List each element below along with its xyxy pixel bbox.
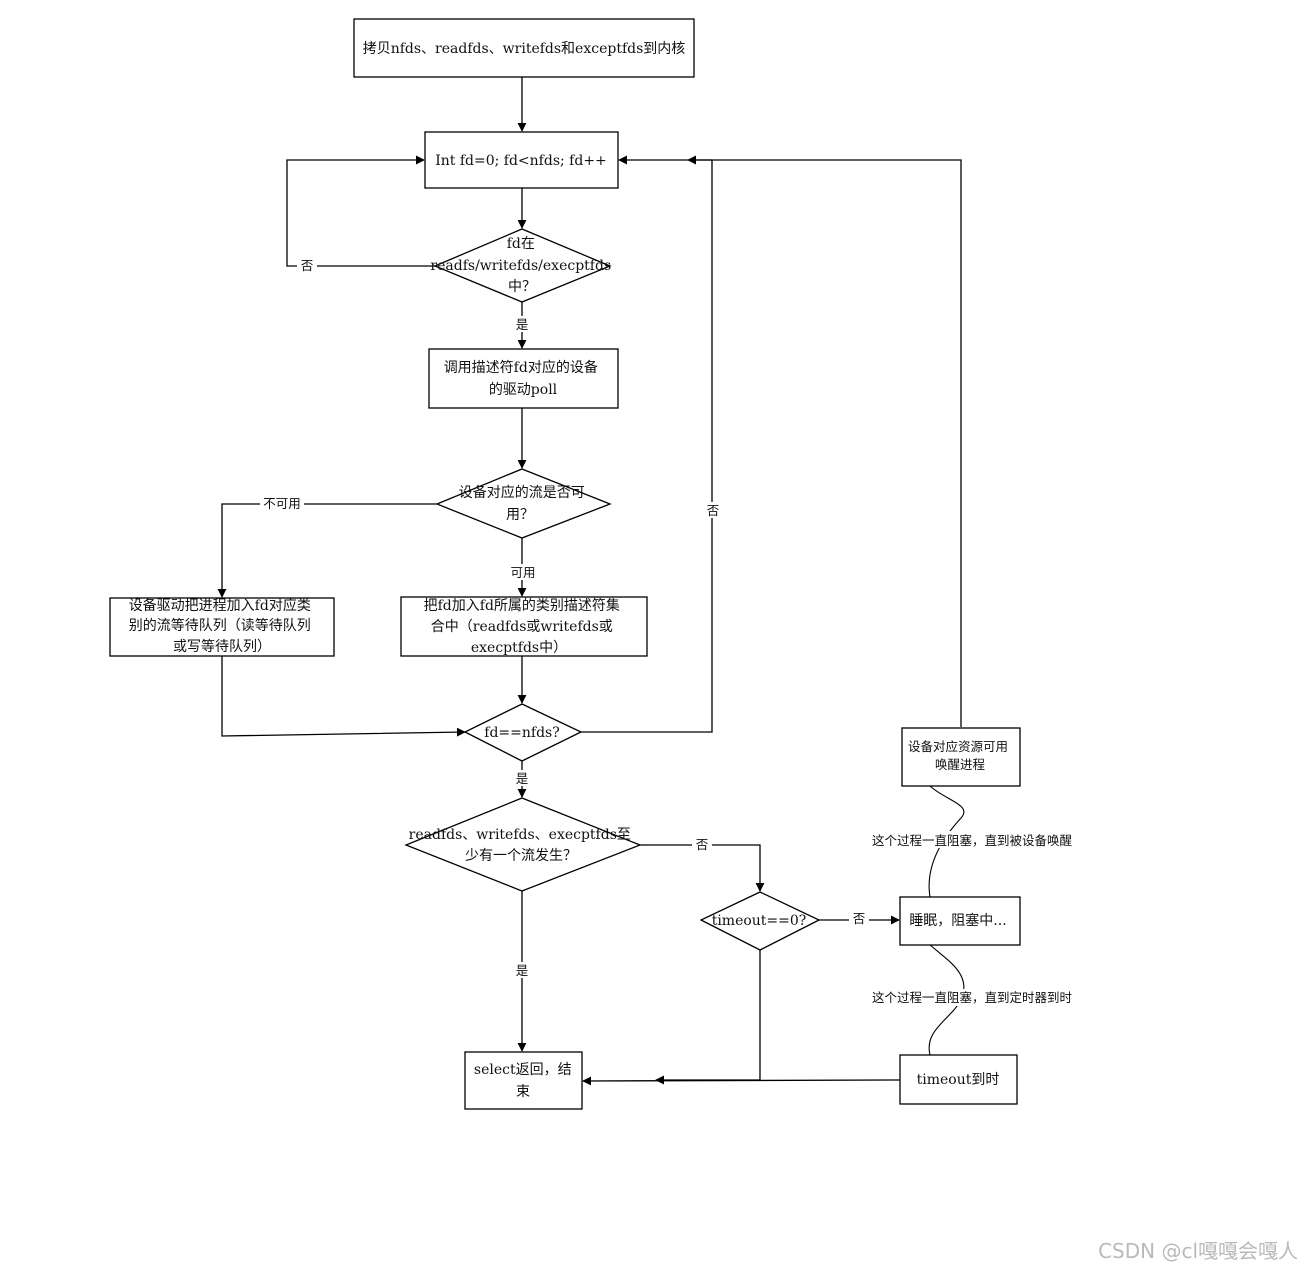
- node-in-set-line: 中？: [508, 279, 536, 295]
- edge-wake-back-to-loop: [687, 155, 962, 727]
- node-timeout-due-line: timeout到时: [917, 1072, 1000, 1088]
- node-sleep-text: 睡眠，阻塞中...: [909, 912, 1006, 929]
- node-loop: Int fd=0; fd<nfds; fd++: [424, 131, 619, 189]
- node-call-poll-line: 调用描述符fd对应的设备: [444, 359, 598, 376]
- notes: 这个过程一直阻塞，直到被设备唤醒 这个过程一直阻塞，直到定时器到时: [864, 831, 1080, 1006]
- edge-add-wait-to-fd-eq: [221, 656, 466, 737]
- node-stream-avail-diamond: [435, 468, 612, 539]
- node-timeout-due-text: timeout到时: [917, 1072, 1000, 1088]
- edge-labels: 否 是 不可用 可用 否 是 否 是 否: [260, 258, 869, 978]
- node-timeout-due-box: [899, 1054, 1018, 1105]
- node-fd-eq-line: fd==nfds?: [484, 725, 559, 741]
- label-timeout-zero-no: 否: [853, 911, 866, 926]
- node-select-return-text: select返回，结 束: [474, 1062, 576, 1100]
- node-any-stream: readfds、writefds、execptfds至 少有一个流发生？: [404, 797, 642, 892]
- node-add-set-box: [400, 596, 648, 657]
- node-in-set: fd在 readfs/writefds/execptfds 中？: [430, 228, 615, 303]
- label-available: 可用: [510, 565, 535, 580]
- label-any-stream-no: 否: [696, 837, 709, 852]
- node-wake-box: [901, 727, 1021, 787]
- node-timeout-zero: timeout==0?: [699, 891, 821, 951]
- node-copy: 拷贝nfds、readfds、writefds和exceptfds到内核: [353, 18, 695, 78]
- node-in-set-line: fd在: [507, 236, 535, 252]
- node-call-poll-line: 的驱动poll: [489, 382, 558, 398]
- node-add-wait: 设备驱动把进程加入fd对应类 别的流等待队列（读等待队列 或写等待队列）: [109, 597, 335, 657]
- node-add-set-text: 把fd加入fd所属的类别描述符集 合中（readfds或writefds或 ex…: [424, 597, 625, 656]
- node-add-wait-line: 别的流等待队列（读等待队列: [129, 617, 311, 634]
- node-sleep: 睡眠，阻塞中...: [899, 896, 1021, 946]
- edge-fd-eq-no-back: [581, 155, 713, 733]
- node-wake-text: 设备对应资源可用 唤醒进程: [908, 739, 1012, 772]
- node-add-set-line: 合中（readfds或writefds或: [431, 619, 613, 635]
- note-blocked-until-timer: 这个过程一直阻塞，直到定时器到时: [872, 990, 1073, 1005]
- node-in-set-diamond: [433, 228, 612, 303]
- node-timeout-zero-diamond: [699, 891, 821, 951]
- node-copy-text: 拷贝nfds、readfds、writefds和exceptfds到内核: [363, 41, 686, 57]
- edge-in-set-no-back: [286, 155, 437, 267]
- label-in-set-no: 否: [301, 258, 314, 273]
- node-add-wait-box: [109, 597, 335, 657]
- node-copy-box: [353, 18, 695, 78]
- node-any-stream-line: readfds、writefds、execptfds至: [409, 827, 631, 843]
- edges: [217, 77, 965, 1086]
- node-sleep-line: 睡眠，阻塞中...: [909, 912, 1006, 929]
- node-loop-text: Int fd=0; fd<nfds; fd++: [435, 153, 607, 169]
- node-select-return-line: select返回，结: [474, 1062, 572, 1078]
- node-loop-box: [424, 131, 619, 189]
- edge-any-stream-no: [640, 844, 765, 892]
- node-select-return-box: [464, 1051, 583, 1110]
- label-any-stream-yes: 是: [516, 963, 529, 978]
- node-any-stream-line: 少有一个流发生？: [465, 848, 577, 864]
- node-stream-avail-text: 设备对应的流是否可 用？: [459, 484, 589, 523]
- node-add-set: 把fd加入fd所属的类别描述符集 合中（readfds或writefds或 ex…: [400, 596, 648, 657]
- node-add-set-line: execptfds中）: [471, 640, 567, 656]
- node-add-wait-line: 设备驱动把进程加入fd对应类: [129, 597, 311, 614]
- curve-sleep-to-wake: [928, 785, 965, 898]
- node-sleep-box: [899, 896, 1021, 946]
- node-call-poll-box: [428, 348, 619, 409]
- node-timeout-due: timeout到时: [899, 1054, 1018, 1105]
- node-in-set-line: readfs/writefds/execptfds: [430, 258, 611, 274]
- node-fd-eq: fd==nfds?: [463, 703, 583, 762]
- node-call-poll: 调用描述符fd对应的设备 的驱动poll: [428, 348, 619, 409]
- label-unavailable: 不可用: [263, 496, 301, 511]
- node-add-set-line: 把fd加入fd所属的类别描述符集: [424, 597, 620, 614]
- node-timeout-zero-line: timeout==0?: [712, 913, 807, 929]
- node-stream-avail-line: 用？: [506, 507, 534, 523]
- node-call-poll-text: 调用描述符fd对应的设备 的驱动poll: [444, 359, 603, 398]
- edge-unavailable: [217, 503, 437, 598]
- node-any-stream-diamond: [404, 797, 642, 892]
- node-timeout-zero-text: timeout==0?: [712, 913, 807, 929]
- node-in-set-text: fd在 readfs/writefds/execptfds 中？: [430, 236, 615, 295]
- node-fd-eq-text: fd==nfds?: [484, 725, 559, 741]
- node-add-wait-text: 设备驱动把进程加入fd对应类 别的流等待队列（读等待队列 或写等待队列）: [129, 597, 316, 655]
- node-add-wait-line: 或写等待队列）: [173, 638, 271, 655]
- node-fd-eq-diamond: [463, 703, 583, 762]
- node-loop-line: Int fd=0; fd<nfds; fd++: [435, 153, 607, 169]
- node-wake: 设备对应资源可用 唤醒进程: [901, 727, 1021, 787]
- node-stream-avail: 设备对应的流是否可 用？: [435, 468, 612, 539]
- node-select-return: select返回，结 束: [464, 1051, 583, 1110]
- label-in-set-yes: 是: [516, 317, 529, 332]
- label-fd-eq-no: 否: [707, 503, 720, 518]
- node-stream-avail-line: 设备对应的流是否可: [459, 484, 585, 501]
- node-any-stream-text: readfds、writefds、execptfds至 少有一个流发生？: [409, 827, 636, 864]
- node-copy-line: 拷贝nfds、readfds、writefds和exceptfds到内核: [363, 41, 686, 57]
- node-wake-line: 唤醒进程: [935, 757, 986, 772]
- note-blocked-until-device: 这个过程一直阻塞，直到被设备唤醒: [872, 833, 1073, 848]
- watermark: CSDN @cl嘎嘎会嘎人: [1098, 1239, 1298, 1263]
- node-select-return-line: 束: [516, 1084, 530, 1100]
- node-wake-line: 设备对应资源可用: [908, 739, 1008, 754]
- label-fd-eq-yes: 是: [516, 771, 529, 786]
